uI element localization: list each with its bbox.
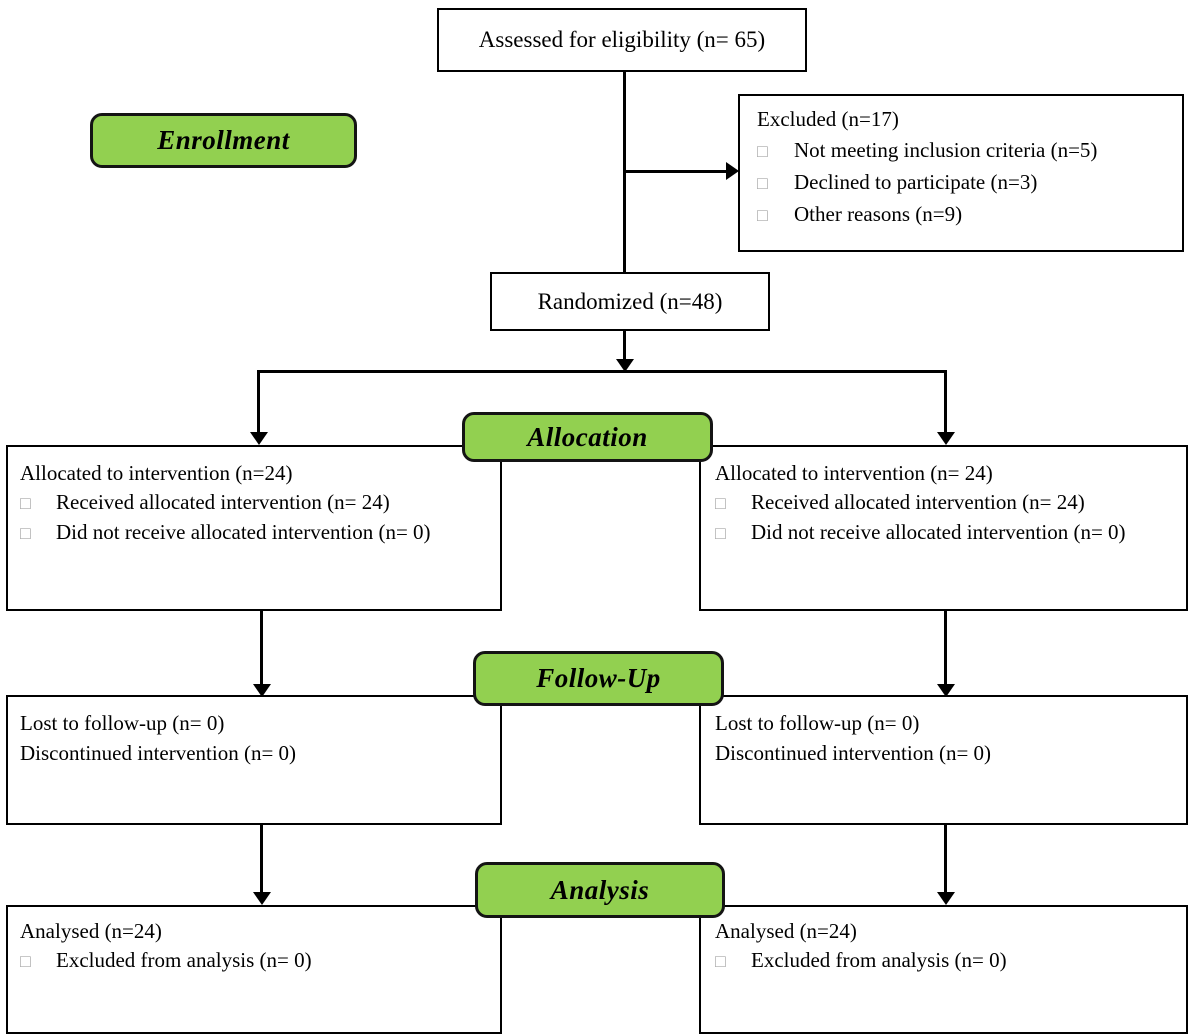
connector-branch-alloc-right — [944, 370, 947, 433]
checkbox-bullet-icon: □ — [757, 205, 768, 225]
stage-label-text: Analysis — [550, 874, 650, 905]
allocation-right-title: Allocated to intervention (n= 24) — [715, 461, 993, 485]
arrow-down-icon — [250, 432, 268, 445]
assessed-text: Assessed for eligibility (n= 65) — [478, 27, 766, 52]
analysis-left-title: Analysed (n=24) — [20, 919, 162, 943]
allocation-right-item: □ Did not receive allocated intervention … — [715, 518, 1180, 548]
arrow-down-icon — [937, 432, 955, 445]
excluded-item-text: Declined to participate (n=3) — [794, 170, 1038, 194]
excluded-item: □ Other reasons (n=9) — [757, 199, 1176, 231]
allocation-left-item: □ Received allocated intervention (n= 24) — [20, 488, 494, 518]
followup-right-box: Lost to follow-up (n= 0) Discontinued in… — [699, 695, 1188, 825]
checkbox-bullet-icon: □ — [20, 493, 31, 513]
analysis-left-item-text: Excluded from analysis (n= 0) — [56, 948, 312, 972]
arrow-down-icon — [937, 892, 955, 905]
followup-right-line: Lost to follow-up (n= 0) — [715, 711, 920, 735]
stage-label-text: Enrollment — [157, 125, 290, 155]
connector-to-excluded — [623, 170, 727, 173]
stage-label-allocation: Allocation — [462, 412, 713, 462]
randomized-text: Randomized (n=48) — [537, 288, 723, 314]
analysis-left-box: Analysed (n=24) □ Excluded from analysis … — [6, 905, 502, 1034]
checkbox-bullet-icon: □ — [715, 523, 726, 543]
allocation-right-item: □ Received allocated intervention (n= 24) — [715, 488, 1180, 518]
arrow-down-icon — [937, 684, 955, 697]
checkbox-bullet-icon: □ — [757, 173, 768, 193]
stage-label-text: Allocation — [527, 421, 648, 452]
followup-left-line: Discontinued intervention (n= 0) — [20, 741, 297, 765]
followup-right-line: Discontinued intervention (n= 0) — [715, 741, 992, 765]
allocation-left-item-text: Received allocated intervention (n= 24) — [56, 490, 390, 514]
stage-label-followup: Follow-Up — [473, 651, 724, 706]
analysis-right-item: □ Excluded from analysis (n= 0) — [715, 946, 1180, 976]
assessed-box: Assessed for eligibility (n= 65) — [437, 8, 807, 72]
analysis-right-title: Analysed (n=24) — [715, 919, 857, 943]
excluded-title: Excluded (n=17) — [757, 107, 899, 131]
stage-label-enrollment: Enrollment — [90, 113, 357, 168]
stage-label-text: Follow-Up — [536, 663, 661, 693]
checkbox-bullet-icon: □ — [715, 951, 726, 971]
allocation-left-item: □ Did not receive allocated intervention … — [20, 518, 494, 548]
allocation-left-box: Allocated to intervention (n=24) □ Receiv… — [6, 445, 502, 611]
arrow-down-icon — [616, 359, 634, 372]
connector-randomized-branch — [623, 331, 626, 361]
analysis-left-item: □ Excluded from analysis (n= 0) — [20, 946, 494, 976]
analysis-right-box: Analysed (n=24) □ Excluded from analysis … — [699, 905, 1188, 1034]
excluded-box: Excluded (n=17) □ Not meeting inclusion c… — [738, 94, 1184, 252]
arrow-right-icon — [726, 162, 739, 180]
checkbox-bullet-icon: □ — [20, 951, 31, 971]
allocation-left-item-text: Did not receive allocated intervention (… — [56, 520, 431, 544]
followup-left-line: Lost to follow-up (n= 0) — [20, 711, 225, 735]
followup-left-box: Lost to follow-up (n= 0) Discontinued in… — [6, 695, 502, 825]
checkbox-bullet-icon: □ — [20, 523, 31, 543]
allocation-left-title: Allocated to intervention (n=24) — [20, 461, 293, 485]
connector-followup-analysis-right — [944, 825, 947, 893]
branch-horizontal-line — [257, 370, 947, 373]
allocation-right-item-text: Did not receive allocated intervention (… — [751, 520, 1126, 544]
excluded-item-text: Not meeting inclusion criteria (n=5) — [794, 138, 1098, 162]
connector-alloc-followup-right — [944, 611, 947, 685]
connector-followup-analysis-left — [260, 825, 263, 893]
checkbox-bullet-icon: □ — [715, 493, 726, 513]
analysis-right-item-text: Excluded from analysis (n= 0) — [751, 948, 1007, 972]
arrow-down-icon — [253, 684, 271, 697]
allocation-right-box: Allocated to intervention (n= 24) □ Recei… — [699, 445, 1188, 611]
connector-alloc-followup-left — [260, 611, 263, 685]
allocation-right-item-text: Received allocated intervention (n= 24) — [751, 490, 1085, 514]
stage-label-analysis: Analysis — [475, 862, 725, 918]
randomized-box: Randomized (n=48) — [490, 272, 770, 331]
excluded-item-text: Other reasons (n=9) — [794, 202, 963, 226]
connector-branch-alloc-left — [257, 370, 260, 433]
checkbox-bullet-icon: □ — [757, 141, 768, 161]
excluded-item: □ Declined to participate (n=3) — [757, 167, 1176, 199]
excluded-item: □ Not meeting inclusion criteria (n=5) — [757, 135, 1176, 167]
arrow-down-icon — [253, 892, 271, 905]
